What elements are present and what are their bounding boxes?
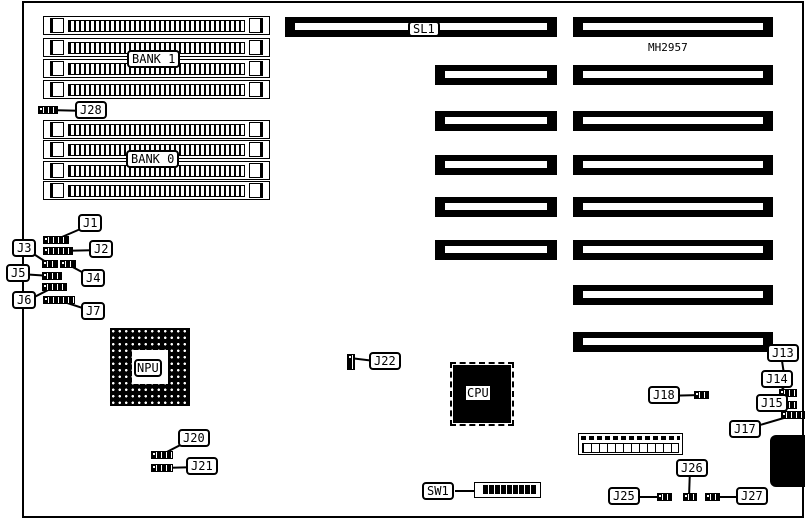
j28-jumper bbox=[38, 106, 58, 114]
simm-socket bbox=[43, 120, 270, 139]
bank0-label: BANK 0 bbox=[126, 150, 180, 168]
j2-jumper bbox=[43, 247, 73, 255]
j6-label: J6 bbox=[12, 291, 37, 309]
j20-jumper bbox=[151, 451, 173, 459]
j14-label: J14 bbox=[761, 370, 793, 388]
j7-jumper bbox=[43, 296, 75, 304]
j4-label: J4 bbox=[81, 269, 106, 287]
simm-socket bbox=[43, 80, 270, 99]
j6-jumper bbox=[42, 283, 67, 291]
npu-socket: NPU bbox=[110, 328, 190, 406]
j20-label: J20 bbox=[178, 429, 210, 447]
bank1-label: BANK 1 bbox=[127, 50, 181, 68]
sw1-leader-line bbox=[455, 490, 475, 492]
j7-label: J7 bbox=[81, 302, 106, 320]
j27-label: J27 bbox=[736, 487, 768, 505]
expansion-slot bbox=[573, 65, 773, 85]
j2-label: J2 bbox=[89, 240, 114, 258]
expansion-slot bbox=[573, 285, 773, 305]
j26-label: J26 bbox=[676, 459, 708, 477]
j18-jumper bbox=[694, 391, 709, 399]
j17-jumper bbox=[781, 411, 805, 419]
j13-label: J13 bbox=[767, 344, 799, 362]
expansion-slot bbox=[435, 155, 557, 175]
board-outline bbox=[22, 1, 804, 518]
j22-jumper bbox=[347, 354, 355, 370]
j25-jumper bbox=[657, 493, 672, 501]
expansion-slot bbox=[573, 111, 773, 131]
expansion-slot bbox=[573, 332, 773, 352]
j1-jumper bbox=[43, 236, 69, 244]
j3-label: J3 bbox=[12, 239, 37, 257]
j4-jumper bbox=[60, 260, 76, 268]
expansion-slot bbox=[573, 17, 773, 37]
j25-label: J25 bbox=[608, 487, 640, 505]
sw1-label: SW1 bbox=[422, 482, 454, 500]
j26-jumper bbox=[683, 493, 697, 501]
j28-label: J28 bbox=[75, 101, 107, 119]
expansion-slot bbox=[573, 155, 773, 175]
simm-socket bbox=[43, 181, 270, 200]
simm-socket bbox=[43, 59, 270, 78]
sl1-label: SL1 bbox=[408, 21, 440, 37]
dip-switch-sw1 bbox=[474, 482, 541, 498]
j22-label: J22 bbox=[369, 352, 401, 370]
pin-header bbox=[578, 433, 683, 455]
j18-label: J18 bbox=[648, 386, 680, 404]
expansion-slot bbox=[435, 111, 557, 131]
expansion-slot bbox=[435, 197, 557, 217]
j14-jumper bbox=[779, 389, 797, 397]
cpu-label: CPU bbox=[466, 386, 490, 400]
expansion-slot bbox=[573, 240, 773, 260]
expansion-slot bbox=[435, 240, 557, 260]
j17-label: J17 bbox=[729, 420, 761, 438]
j27-leader-line bbox=[711, 496, 750, 498]
model-label: MH2957 bbox=[648, 41, 688, 54]
j15-label: J15 bbox=[756, 394, 788, 412]
j5-label: J5 bbox=[6, 264, 31, 282]
simm-socket bbox=[43, 16, 270, 35]
npu-label: NPU bbox=[134, 359, 162, 377]
j27-jumper bbox=[705, 493, 720, 501]
j3-jumper bbox=[42, 260, 58, 268]
simm-socket bbox=[43, 38, 270, 57]
j21-label: J21 bbox=[186, 457, 218, 475]
j5-jumper bbox=[42, 272, 62, 280]
expansion-slot bbox=[435, 65, 557, 85]
j21-jumper bbox=[151, 464, 173, 472]
j1-label: J1 bbox=[78, 214, 103, 232]
keyboard-connector bbox=[770, 435, 805, 487]
expansion-slot bbox=[573, 197, 773, 217]
cpu-chip: CPU bbox=[450, 362, 514, 426]
